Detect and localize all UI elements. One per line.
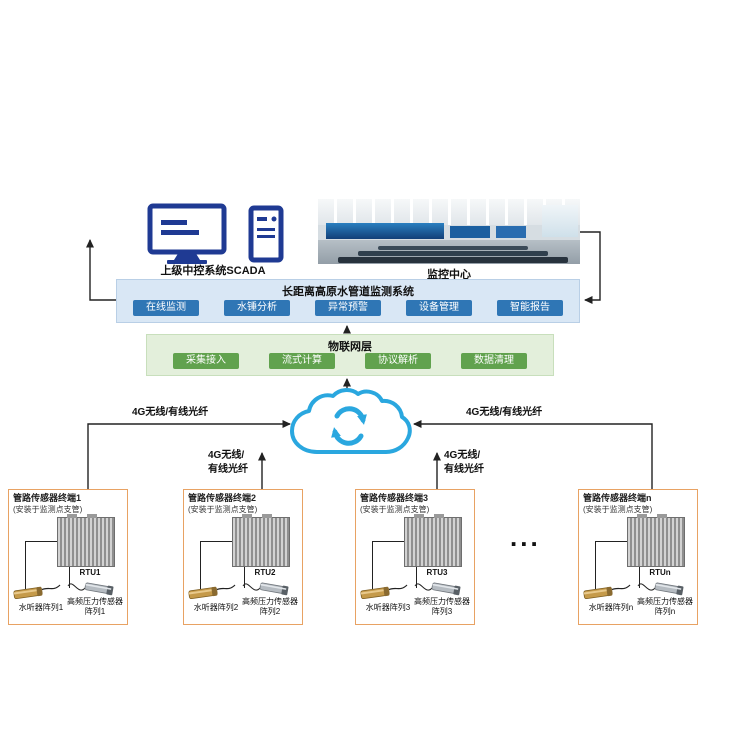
wire: [200, 541, 232, 542]
pressure-sensor-label: 高频压力传感器阵列n: [637, 597, 693, 616]
terminal-ellipsis: ...: [510, 522, 541, 552]
hydrophone-label: 水听器阵列3: [365, 603, 411, 612]
hydrophone-image: [360, 584, 408, 600]
module-device-management: 设备管理: [406, 300, 472, 316]
hydrophone-label: 水听器阵列n: [588, 603, 634, 612]
pressure-sensor-image: [242, 582, 289, 596]
monitoring-center-photo: [318, 199, 580, 264]
terminal-title: 管路传感器终端2: [188, 493, 257, 503]
rtu-device-image: [404, 514, 462, 567]
pressure-sensor-label: 高频压力传感器阵列2: [242, 597, 298, 616]
terminal-title: 管路传感器终端3: [360, 493, 429, 503]
iot-module-row: 采集接入 流式计算 协议解析 数据清理: [173, 353, 527, 369]
terminal-title: 管路传感器终端n: [583, 493, 652, 503]
wire: [639, 565, 640, 588]
computer-tower-icon: [248, 205, 284, 263]
module-data-cleaning: 数据清理: [461, 353, 527, 369]
monitor-icon: [147, 203, 227, 264]
wire: [372, 541, 373, 589]
pressure-sensor-image: [67, 582, 114, 596]
hydrophone-image: [13, 584, 61, 600]
rtu-device-image: [232, 514, 290, 567]
terminal-subtitle: (安装于监测点支管): [13, 505, 83, 515]
module-smart-report: 智能报告: [497, 300, 563, 316]
system-title: 长距离高原水管道监测系统: [282, 286, 414, 298]
link-label-mid-left: 4G无线/ 有线光纤: [208, 450, 248, 475]
rtu-device-image: [57, 514, 115, 567]
terminal-box-2: 管路传感器终端2 (安装于监测点支管) RTU2 水听器阵列2 高频压力传感器阵…: [183, 489, 303, 625]
terminal-box-3: 管路传感器终端3 (安装于监测点支管) RTU3 水听器阵列3 高频压力传感器阵…: [355, 489, 475, 625]
module-online-monitoring: 在线监测: [133, 300, 199, 316]
cloud-sync-icon: [290, 388, 412, 454]
pressure-sensor-image: [414, 582, 461, 596]
photo-window: [542, 205, 578, 237]
hydrophone-label: 水听器阵列1: [18, 603, 64, 612]
photo-ceiling: [318, 199, 580, 225]
rtu-label: RTU1: [79, 568, 101, 577]
link-terminal1-to-cloud: [87, 420, 291, 489]
module-water-hammer-analysis: 水锤分析: [224, 300, 290, 316]
rtu-device-image: [627, 514, 685, 567]
wire: [416, 565, 417, 588]
iot-layer-box: 物联网层 采集接入 流式计算 协议解析 数据清理: [146, 334, 554, 376]
iot-title: 物联网层: [328, 341, 372, 353]
wire: [372, 541, 404, 542]
terminal-subtitle: (安装于监测点支管): [360, 505, 430, 515]
terminal-subtitle: (安装于监测点支管): [188, 505, 258, 515]
photo-console-desk: [358, 251, 548, 256]
hydrophone-label: 水听器阵列2: [193, 603, 239, 612]
rtu-label: RTUn: [649, 568, 671, 577]
scada-label: 上级中控系统SCADA: [160, 265, 266, 277]
terminal-box-1: 管路传感器终端1 (安装于监测点支管) RTU1 水听器阵列1 高频压力传感器阵…: [8, 489, 128, 625]
rtu-label: RTU3: [426, 568, 448, 577]
link-label-left: 4G无线/有线光纤: [132, 407, 209, 418]
terminal-box-n: 管路传感器终端n (安装于监测点支管) RTUn 水听器阵列n 高频压力传感器阵…: [578, 489, 698, 625]
link-monitor-center-to-system: [580, 231, 601, 304]
rtu-label: RTU2: [254, 568, 276, 577]
wire: [25, 541, 57, 542]
wire: [69, 565, 70, 588]
link-label-mid-right: 4G无线/ 有线光纤: [444, 450, 484, 475]
module-anomaly-warning: 异常预警: [315, 300, 381, 316]
photo-screen: [450, 226, 490, 238]
monitor-center-label: 监控中心: [427, 269, 471, 281]
wire: [200, 541, 201, 589]
link-label-right: 4G无线/有线光纤: [466, 407, 543, 418]
photo-screen: [496, 226, 526, 238]
pressure-sensor-image: [637, 582, 684, 596]
system-module-row: 在线监测 水锤分析 异常预警 设备管理 智能报告: [133, 300, 563, 316]
module-data-ingest: 采集接入: [173, 353, 239, 369]
wire: [595, 541, 627, 542]
wire: [244, 565, 245, 588]
photo-video-wall: [326, 223, 444, 239]
monitoring-system-box: 长距离高原水管道监测系统 在线监测 水锤分析 异常预警 设备管理 智能报告: [116, 279, 580, 323]
module-protocol-parsing: 协议解析: [365, 353, 431, 369]
hydrophone-image: [583, 584, 631, 600]
terminal-title: 管路传感器终端1: [13, 493, 82, 503]
photo-console-desk: [338, 257, 568, 263]
hydrophone-image: [188, 584, 236, 600]
wire: [25, 541, 26, 589]
wire: [595, 541, 596, 589]
photo-console-desk: [378, 246, 528, 250]
pressure-sensor-label: 高频压力传感器阵列3: [414, 597, 470, 616]
pressure-sensor-label: 高频压力传感器阵列1: [67, 597, 123, 616]
module-stream-computing: 流式计算: [269, 353, 335, 369]
terminal-subtitle: (安装于监测点支管): [583, 505, 653, 515]
link-system-to-scada: [86, 239, 116, 301]
